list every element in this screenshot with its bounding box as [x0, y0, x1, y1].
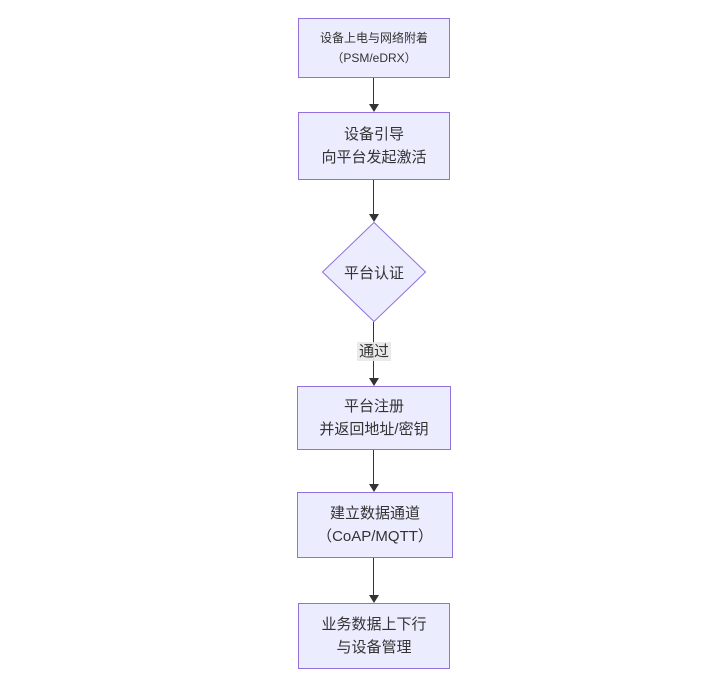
edge-arrow-5: [369, 558, 379, 603]
node-text-line: （PSM/eDRX）: [331, 51, 417, 65]
node-text-line: 与设备管理: [336, 639, 412, 656]
node-business-data-device-mgmt: 业务数据上下行 与设备管理: [298, 603, 450, 669]
arrowhead-icon: [369, 104, 379, 112]
arrowhead-icon: [369, 595, 379, 603]
edge-arrow-1: [369, 78, 379, 112]
edge-arrow-4: [369, 450, 379, 492]
diamond-shape: [322, 222, 426, 322]
arrow-line: [373, 450, 374, 485]
arrowhead-icon: [369, 484, 379, 492]
node-text-line: （CoAP/MQTT）: [317, 528, 433, 545]
node-device-bootstrap: 设备引导 向平台发起激活: [298, 112, 450, 180]
node-text-line: 业务数据上下行: [321, 616, 427, 633]
node-platform-auth-decision: 平台认证: [322, 222, 426, 322]
edge-arrow-2: [369, 180, 379, 222]
node-text-line: 建立数据通道: [329, 505, 420, 522]
arrow-line: [373, 180, 374, 215]
arrowhead-icon: [369, 378, 379, 386]
node-text-line: 设备引导: [343, 126, 404, 143]
node-text-line: 平台认证: [343, 264, 404, 282]
node-data-channel: 建立数据通道 （CoAP/MQTT）: [297, 492, 453, 558]
node-text-line: 平台注册: [343, 398, 404, 415]
node-text-line: 向平台发起激活: [321, 149, 427, 166]
node-text-line: 并返回地址/密钥: [319, 421, 429, 438]
arrow-line: [373, 558, 374, 596]
arrowhead-icon: [369, 214, 379, 222]
node-platform-register: 平台注册 并返回地址/密钥: [297, 386, 451, 450]
edge-label-pass: 通过: [356, 342, 392, 361]
node-power-on-network-attach: 设备上电与网络附着 （PSM/eDRX）: [298, 18, 450, 78]
node-text-line: 设备上电与网络附着: [319, 31, 428, 45]
arrow-line: [373, 78, 374, 105]
